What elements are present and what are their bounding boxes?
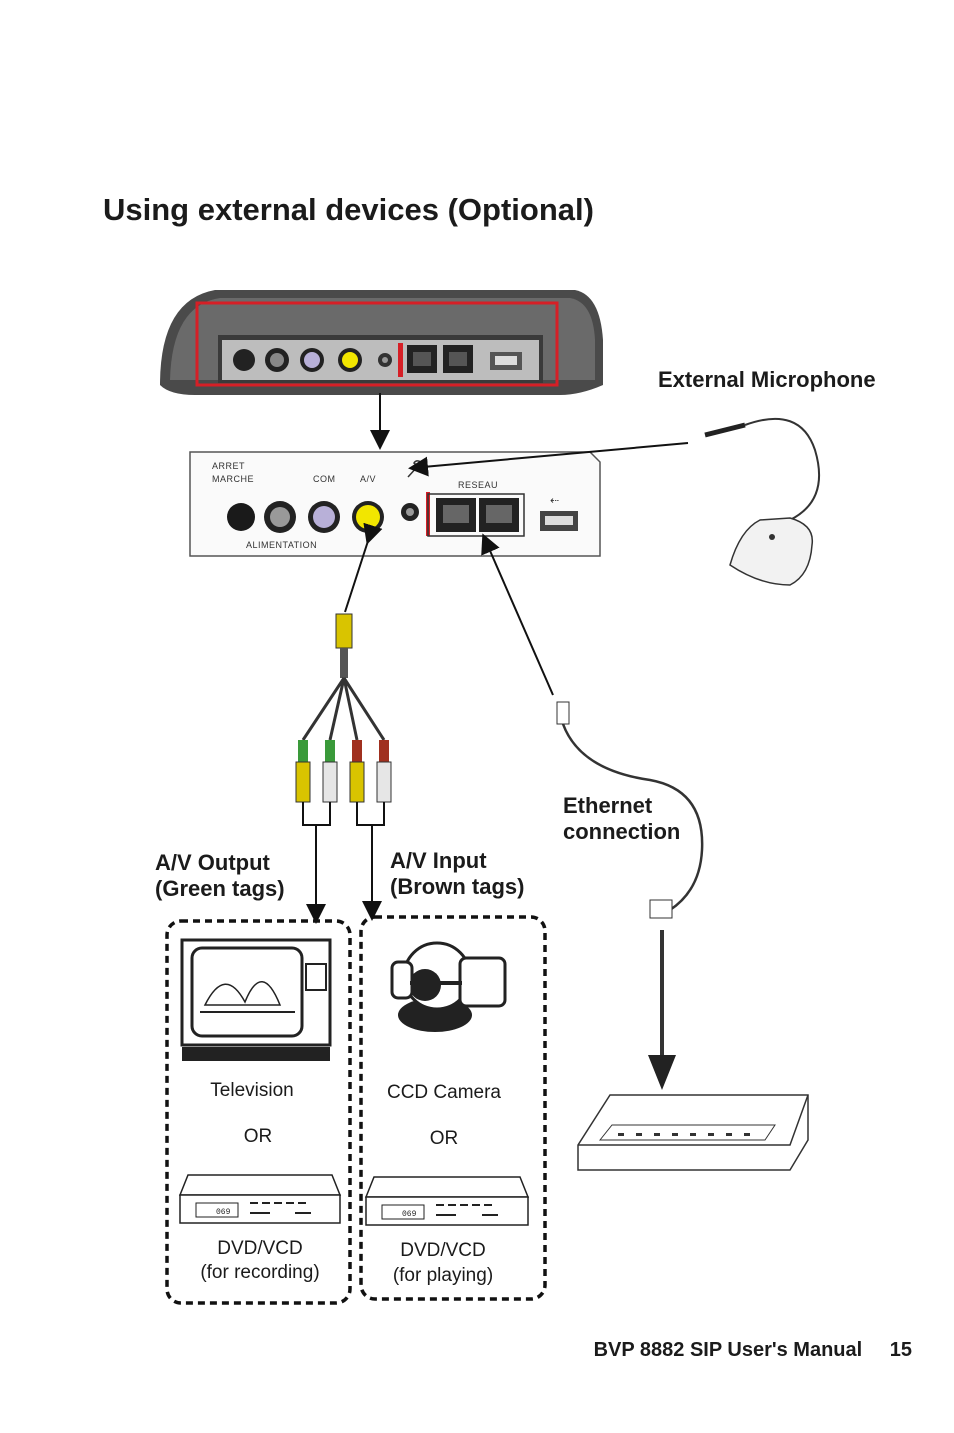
ccd-camera-label: CCD Camera: [386, 1082, 502, 1103]
usb-icon: ⇠: [540, 494, 578, 531]
panel-label-alimentation: ALIMENTATION: [246, 540, 317, 550]
footer-manual-title: BVP 8882 SIP User's Manual: [593, 1339, 863, 1361]
ccd-camera-icon: [390, 941, 507, 1032]
rca-cable-icon: [295, 522, 392, 924]
phone-device-icon: [160, 290, 603, 395]
av-input-group: [359, 915, 547, 1301]
dvd-player-icon: 069: [364, 1176, 530, 1226]
page-footer: BVP 8882 SIP User's Manual 15: [594, 1339, 912, 1362]
panel-label-com: COM: [313, 474, 336, 484]
dvd-player-icon: 069: [178, 1174, 342, 1224]
panel-label-marche: MARCHE: [212, 474, 254, 484]
dvd-playing-label-line1: DVD/VCD: [400, 1240, 486, 1261]
panel-label-av: A/V: [360, 474, 376, 484]
ethernet-cable-icon: [481, 533, 704, 1090]
page-number: 15: [889, 1339, 912, 1361]
network-switch-icon: [577, 1094, 809, 1171]
dvd-recording-label-line2: (for recording): [200, 1262, 320, 1283]
dvd-display-left: 069: [216, 1208, 231, 1217]
television-icon: [180, 938, 332, 1061]
av-output-group: [165, 919, 352, 1305]
av-output-label-line2: (Green tags): [155, 876, 285, 901]
panel-label-reseau: RESEAU: [458, 480, 498, 490]
page-title: Using external devices (Optional): [103, 192, 594, 227]
dvd-display-right: 069: [402, 1210, 417, 1219]
dvd-playing-label-line2: (for playing): [392, 1265, 494, 1286]
ethernet-label-line1: Ethernet: [563, 793, 653, 818]
ethernet-label-line2: connection: [563, 819, 681, 844]
panel-label-arret: ARRET: [212, 461, 245, 471]
or-label-left: OR: [243, 1126, 273, 1147]
dvd-recording-label-line1: DVD/VCD: [217, 1238, 303, 1259]
av-input-label-line2: (Brown tags): [390, 874, 525, 899]
svg-text:⇠: ⇠: [550, 494, 559, 507]
ethernet-port-icon: [436, 498, 519, 532]
external-microphone-label: External Microphone: [658, 367, 876, 392]
av-output-label-line1: A/V Output: [155, 850, 270, 875]
or-label-right: OR: [429, 1128, 459, 1149]
back-panel: ARRET MARCHE ALIMENTATION COM A/V RESEAU…: [189, 451, 601, 557]
av-input-label-line1: A/V Input: [390, 848, 487, 873]
external-microphone-icon: [704, 417, 821, 586]
television-label: Television: [210, 1080, 294, 1101]
